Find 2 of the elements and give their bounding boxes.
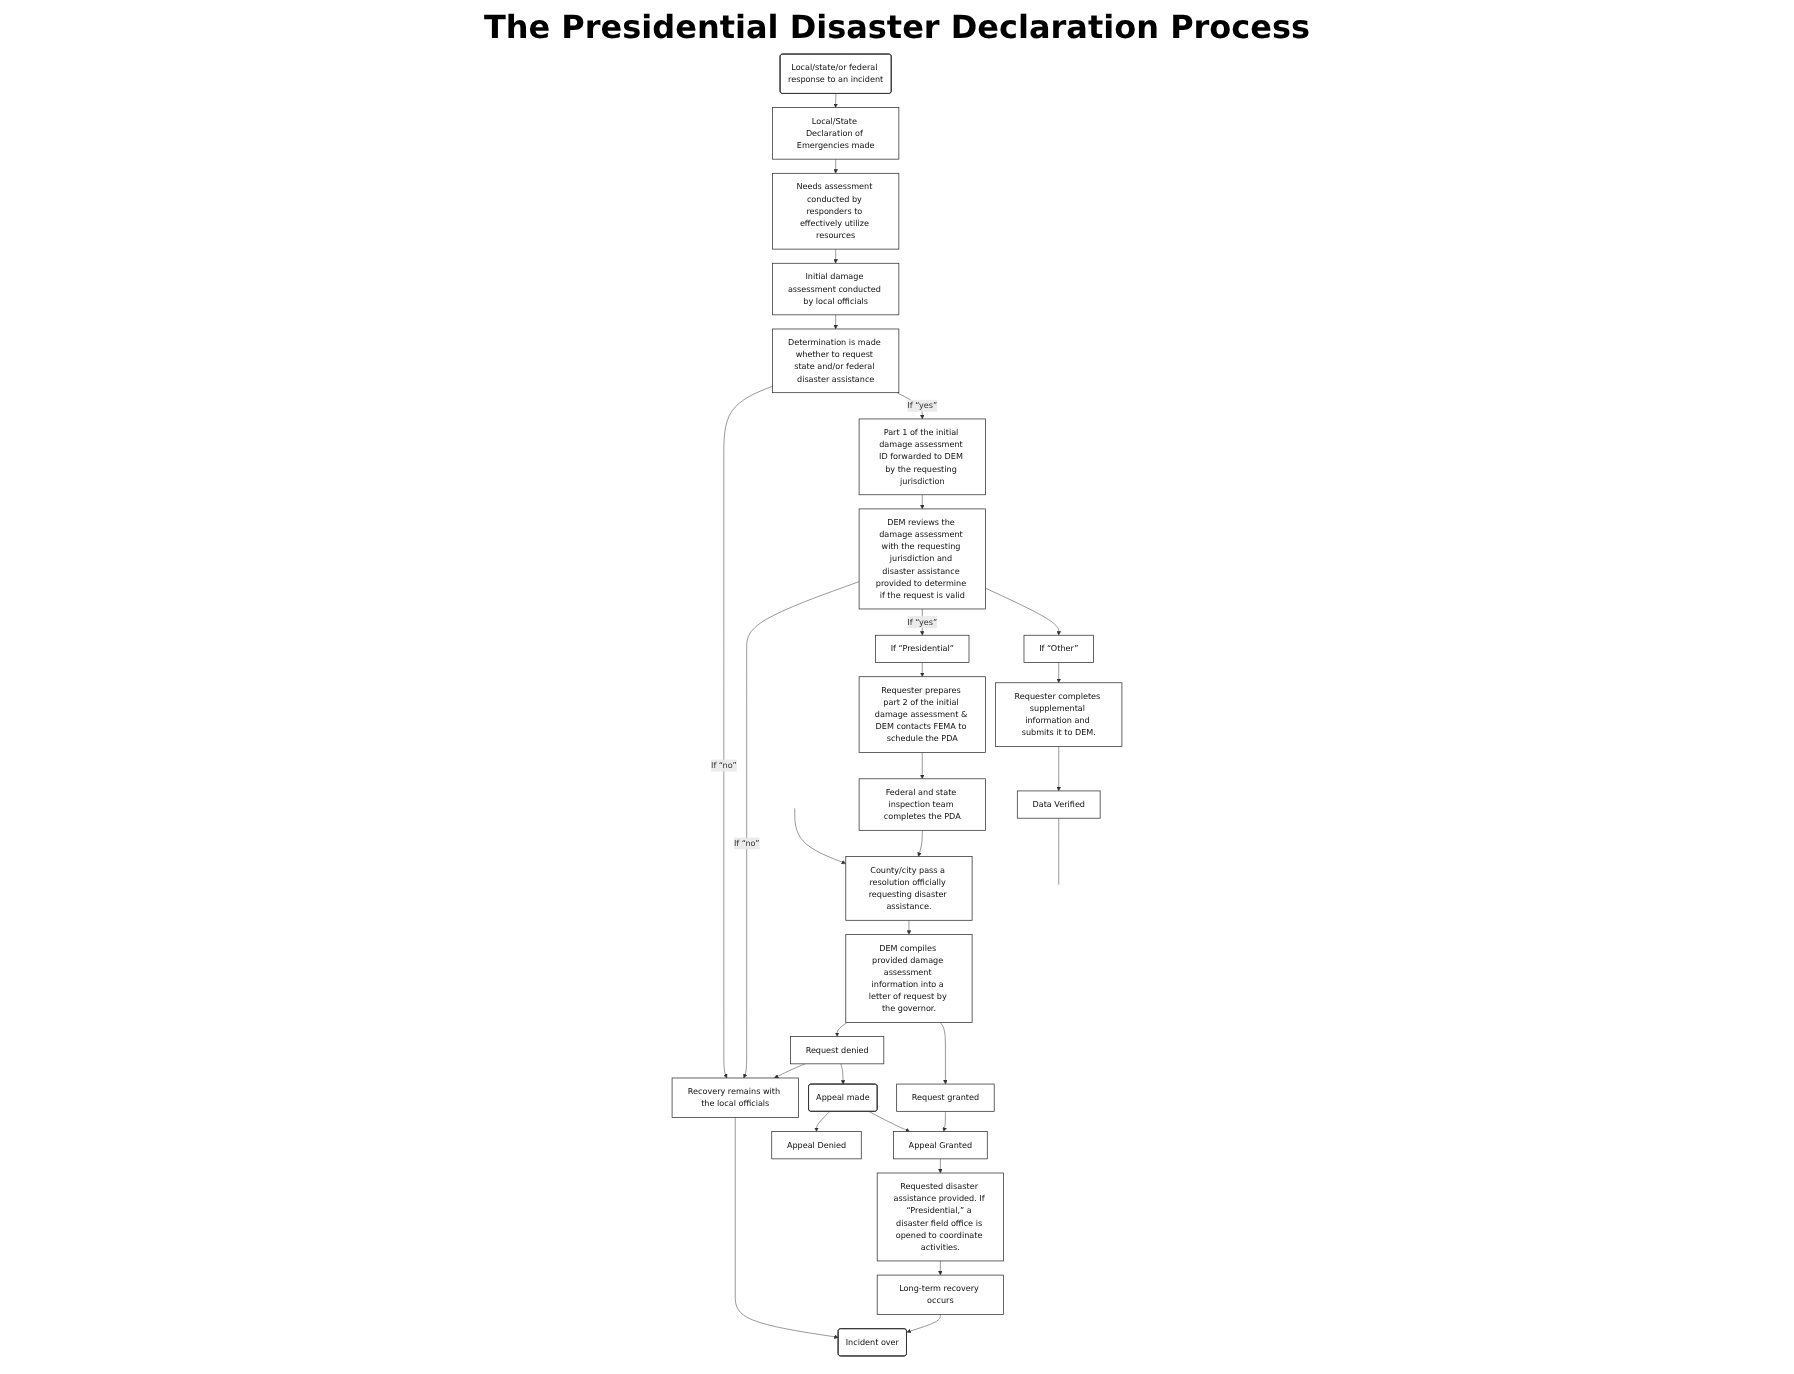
connector bbox=[1058, 817, 1059, 885]
diagram-title: The Presidential Disaster Declaration Process bbox=[481, 8, 1313, 46]
